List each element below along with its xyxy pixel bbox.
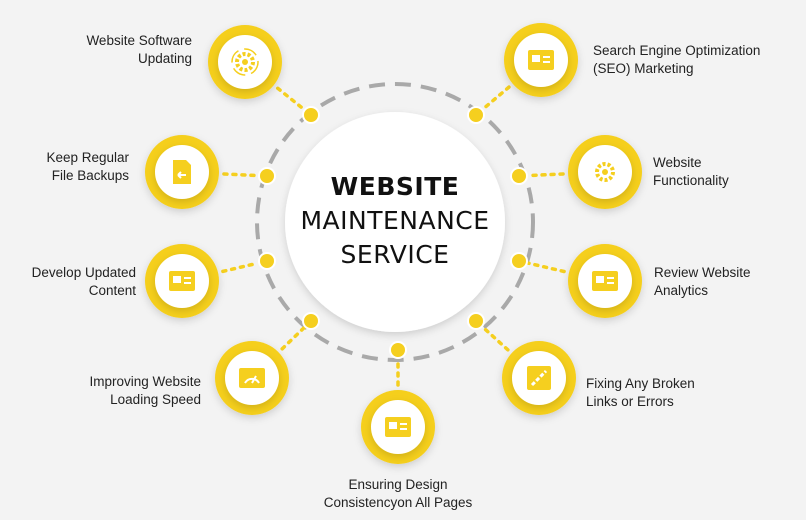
label-line: Search Engine Optimization [593, 43, 761, 58]
speedometer-icon [215, 341, 289, 415]
gear-refresh-icon [208, 25, 282, 99]
title-line-3: SERVICE [340, 240, 450, 269]
label-line: Updating [137, 51, 192, 66]
ring-dot [258, 252, 276, 270]
label-line: Content [88, 283, 136, 298]
label-seo: Search Engine Optimization (SEO) Marketin… [593, 42, 760, 78]
ring-dot [467, 312, 485, 330]
ring-dot [510, 167, 528, 185]
label-line: Functionality [653, 173, 729, 188]
connector-line [526, 261, 566, 274]
center-circle [285, 112, 505, 332]
connector-line [221, 261, 260, 274]
label-line: (SEO) Marketing [593, 61, 694, 76]
ring-dot [258, 167, 276, 185]
label-line: Consistencyon All Pages [323, 495, 473, 510]
ring-dot [467, 106, 485, 124]
label-line: Website Software [86, 33, 192, 48]
gears-icon [568, 135, 642, 209]
ring-dot [510, 252, 528, 270]
label-line: Ensuring Design [348, 477, 448, 492]
label-line: Improving Website [89, 374, 201, 389]
label-line: Keep Regular [46, 150, 129, 165]
ring-dot [302, 106, 320, 124]
connector-line [280, 326, 306, 351]
broken-link-icon [502, 341, 576, 415]
label-line: Fixing Any Broken [586, 376, 695, 391]
analytics-icon [568, 244, 642, 318]
connector-line [527, 172, 565, 178]
label-line: Develop Updated [31, 265, 136, 280]
ring-dot [389, 341, 407, 359]
connector-line [481, 325, 510, 352]
content-icon [145, 244, 219, 318]
connector-line [481, 85, 511, 111]
label-line: File Backups [51, 168, 129, 183]
label-line: Loading Speed [110, 392, 201, 407]
design-layout-icon [361, 390, 435, 464]
seo-monitor-icon [504, 23, 578, 97]
center-title: WEBSITE MAINTENANCE SERVICE [285, 170, 505, 272]
label-line: Review Website [654, 265, 751, 280]
ring-dot [302, 312, 320, 330]
label-line: Website [653, 155, 702, 170]
connector-line [275, 86, 305, 111]
title-line-2: MAINTENANCE [300, 206, 490, 235]
dashed-ring [255, 82, 535, 362]
file-backup-icon [145, 135, 219, 209]
label-line: Analytics [654, 283, 709, 298]
label-line: Links or Errors [586, 394, 674, 409]
title-line-1: WEBSITE [330, 172, 460, 201]
connector-line [222, 172, 259, 178]
